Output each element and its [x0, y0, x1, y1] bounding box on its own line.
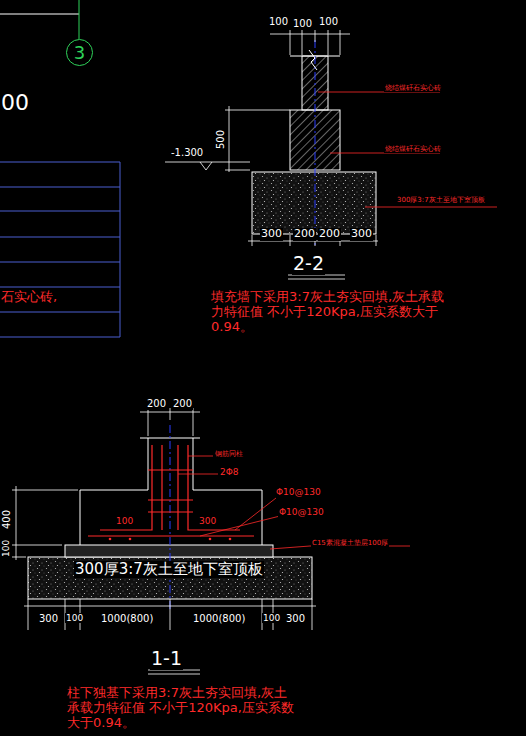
table-grid — [0, 162, 120, 337]
callout-text: C15素混凝土垫层100厚 — [311, 539, 389, 547]
wall-section — [252, 40, 376, 245]
dimension-text: 500 — [215, 129, 227, 150]
footing-outline — [80, 438, 262, 545]
concrete-cushion — [65, 545, 273, 557]
center-line — [170, 425, 171, 612]
dimension-text: 100 — [318, 16, 339, 28]
dimension-text: 300 — [260, 228, 283, 241]
callout-text: 300厚3:7灰土至地下室顶板 — [396, 196, 486, 204]
dimension-text: 100 — [292, 18, 313, 30]
callout-text: 300 — [198, 516, 217, 526]
dimension-text: 300厚3:7灰土至地下室顶板 — [74, 561, 264, 578]
callout-text: 100 — [115, 516, 134, 526]
axis-bubble: 3 — [66, 39, 93, 66]
callout-text: 烧结煤矸石实心砖 — [384, 145, 442, 153]
dimension-text: 400 — [1, 509, 13, 530]
dimension-text: 100 — [1, 539, 11, 558]
dimension-lines — [165, 30, 378, 279]
callout-text: 钢筋同柱 — [214, 450, 244, 458]
dimension-text: 200 — [318, 228, 341, 241]
dimension-text: 200 — [293, 228, 316, 241]
leader-lines — [178, 456, 410, 549]
dimension-lines — [12, 408, 316, 674]
dimension-text: 2-2 — [292, 253, 325, 275]
dimension-text: 300 — [38, 613, 59, 625]
callout-text: 石实心砖, — [0, 290, 58, 305]
rebar — [88, 445, 254, 536]
center-line — [315, 40, 316, 245]
callout-text: Φ10@130 — [275, 487, 322, 497]
callout-text: 2Φ8 — [219, 467, 240, 477]
dimension-text: 300 — [285, 613, 306, 625]
footing-section — [28, 425, 312, 612]
axis-number: 3 — [74, 44, 85, 62]
dimension-text: 100 — [65, 613, 84, 623]
dimension-text: 1-1 — [150, 648, 183, 670]
dimension-text: 100 — [268, 16, 289, 28]
leader-lines — [318, 92, 497, 207]
dimension-text: 200 — [146, 398, 167, 410]
dimension-text: 300 — [350, 228, 373, 241]
break-mark — [309, 50, 317, 70]
dimension-text: 200 — [172, 398, 193, 410]
callout-text: 烧结煤矸石实心砖 — [384, 84, 442, 92]
axis-lines — [0, 0, 79, 39]
dimension-text: 1000(800) — [192, 613, 246, 625]
rebar-dots — [109, 538, 232, 541]
dimension-text: 100 — [262, 613, 281, 623]
design-note: 柱下独基下采用3:7灰土夯实回填,灰土承载力特征值 不小于120Kpa,压实系数… — [66, 686, 300, 731]
dimension-text: 00 — [0, 90, 30, 115]
lime-soil-bed — [252, 172, 376, 234]
dimension-text: -1.300 — [170, 147, 204, 159]
callout-text: Φ10@130 — [278, 507, 325, 517]
dimension-text: 1000(800) — [100, 613, 154, 625]
design-note: 填充墙下采用3:7灰土夯实回填,灰土承载力特征值 不小于120Kpa,压实系数大… — [210, 290, 457, 335]
